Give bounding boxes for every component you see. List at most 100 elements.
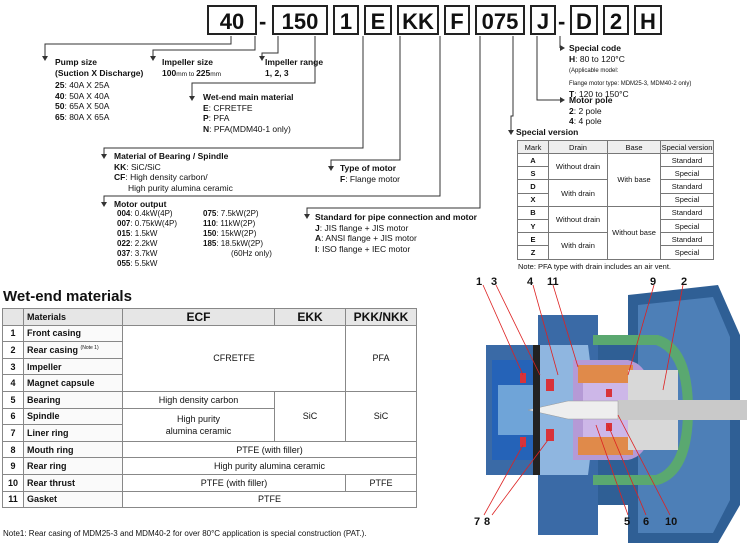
motor-output-value: : 15kW(2P) xyxy=(216,229,257,238)
code-pump-size: 40 xyxy=(207,5,257,35)
standard-code: J xyxy=(315,222,320,233)
bearing-value: : SiC/SiC xyxy=(126,161,161,172)
special-code-t: T xyxy=(569,89,575,99)
we-cell: SiC xyxy=(345,390,417,442)
we-material-name: Liner ring xyxy=(23,424,123,442)
wet-end-note: Note1: Rear casing of MDM25-3 and MDM40-… xyxy=(3,529,367,538)
motor-output-left: 004: 0.4kW(4P) 007: 0.75kW(4P) 015: 1.5k… xyxy=(117,209,177,269)
we-cell: PTFE xyxy=(345,473,417,492)
sv-mark: Y xyxy=(517,218,549,234)
motor-pole-value: : 4 pole xyxy=(573,116,602,126)
impeller-range-block: Impeller range 1, 2, 3 xyxy=(265,57,323,78)
we-header-ecf: ECF xyxy=(122,308,275,326)
motor-pole-block: Motor pole 2: 2 pole 4: 4 pole xyxy=(569,95,612,127)
material-value: : PFA(MDM40-1 only) xyxy=(209,123,291,134)
we-num: 11 xyxy=(2,490,24,509)
sv-header: Mark xyxy=(517,140,549,154)
motor-output-code: 004 xyxy=(117,209,131,218)
special-code-h: H xyxy=(569,53,576,64)
we-num: 4 xyxy=(2,374,24,392)
sv-mark: A xyxy=(517,152,549,168)
we-material-name: Mouth ring xyxy=(23,440,123,459)
sv-mark: B xyxy=(517,205,549,220)
we-material-name: Gasket xyxy=(23,490,123,509)
motor-output-value: : 0.75kW(4P) xyxy=(130,219,178,228)
pump-size-code: 50 xyxy=(55,101,65,111)
we-cell: High purity alumina ceramic xyxy=(122,457,417,475)
code-motor-type: F xyxy=(444,5,470,35)
we-header-pkk: PKK/NKK xyxy=(345,308,417,326)
sv-version: Special xyxy=(660,245,714,260)
special-code-block: Special code H: 80 to 120°C (Applicable … xyxy=(569,43,691,100)
sv-drain: Without drain xyxy=(548,152,608,181)
part-number-8: 8 xyxy=(484,516,491,528)
we-cell: PFA xyxy=(345,324,417,392)
we-cell: PTFE (with filler) xyxy=(122,473,346,492)
code-dash: - xyxy=(259,9,267,34)
sv-version: Standard xyxy=(660,232,714,247)
sv-drain: With drain xyxy=(548,179,608,207)
part-number-10: 10 xyxy=(665,516,678,528)
we-cell: CFRETFE xyxy=(122,324,346,392)
part-number-6: 6 xyxy=(643,516,650,528)
special-code-title: Special code xyxy=(569,43,621,53)
motor-output-right: 075: 7.5kW(2P) 110: 11kW(2P) 150: 15kW(2… xyxy=(203,209,272,259)
motor-output-code: 150 xyxy=(203,229,217,238)
we-material-label: Rear casing xyxy=(27,344,79,355)
wet-end-main-block: Wet-end main material E: CFRETFE P: PFA … xyxy=(203,92,294,134)
code-impeller-size: 150 xyxy=(272,5,328,35)
sv-mark: Z xyxy=(517,245,549,260)
pump-size-value: : 80A X 65A xyxy=(64,111,110,122)
material-value: : CFRETFE xyxy=(208,102,253,113)
we-material-name: Rear ring xyxy=(23,457,123,475)
we-cell: PTFE xyxy=(122,490,417,509)
impeller-size-min: 100 xyxy=(162,67,177,78)
bearing-value: : High density carbon/ xyxy=(125,172,208,182)
sv-version: Standard xyxy=(660,179,714,194)
code-motor-pole: 2 xyxy=(603,5,629,35)
pump-size-code: 25 xyxy=(55,80,65,90)
sv-version: Special xyxy=(660,192,714,207)
motor-output-value: : 18.5kW(2P) xyxy=(216,239,264,248)
motor-output-value: : 11kW(2P) xyxy=(215,219,256,228)
bearing-code: CF xyxy=(114,172,126,182)
sv-base: With base xyxy=(607,153,661,207)
we-cell: PTFE (with filler) xyxy=(122,440,417,459)
impeller-size-unit: mm xyxy=(210,70,222,78)
impeller-range-title: Impeller range xyxy=(265,57,324,67)
motor-type-code: F xyxy=(340,173,346,184)
we-num: 2 xyxy=(2,341,24,359)
part-number-5: 5 xyxy=(624,516,631,528)
motor-output-value: : 7.5kW(2P) xyxy=(216,209,259,218)
pump-size-title: Pump size xyxy=(55,57,98,67)
material-value: : PFA xyxy=(208,113,230,123)
impeller-size-block: Impeller size 100mm to 225mm xyxy=(162,57,221,80)
sv-drain: With drain xyxy=(548,232,608,260)
special-version-table: Mark Drain Base Special version A Withou… xyxy=(517,140,714,260)
motor-type-block: Type of motor F: Flange motor xyxy=(340,163,400,184)
part-number-7: 7 xyxy=(474,516,481,528)
bearing-title: Material of Bearing / Spindle xyxy=(114,151,229,161)
motor-output-code: 075 xyxy=(203,209,217,218)
special-code-t-text: : 120 to 150°C xyxy=(574,89,629,99)
motor-output-title: Motor output xyxy=(114,199,167,209)
motor-output-code: 185 xyxy=(203,239,217,248)
motor-output-value: : 5.5kW xyxy=(130,259,158,268)
motor-output-code: 037 xyxy=(117,249,131,258)
special-version-title: Special version xyxy=(516,127,579,137)
we-num: 9 xyxy=(2,457,24,475)
sv-mark: E xyxy=(517,232,549,247)
standard-code: I xyxy=(315,243,318,254)
motor-output-value: : 2.2kW xyxy=(130,239,158,248)
motor-output-value: : 1.5kW xyxy=(130,229,158,238)
part-number-2: 2 xyxy=(681,276,688,288)
wet-end-main-title: Wet-end main material xyxy=(203,92,294,102)
bearing-value-cont: High purity alumina ceramic xyxy=(128,182,233,193)
sv-version: Special xyxy=(660,218,714,234)
we-material-name: Impeller xyxy=(23,357,123,376)
motor-output-value: : 3.7kW xyxy=(130,249,158,258)
code-bearing-material: KK xyxy=(397,5,439,35)
code-standard: J xyxy=(530,5,556,35)
sv-base: Without base xyxy=(607,205,661,260)
